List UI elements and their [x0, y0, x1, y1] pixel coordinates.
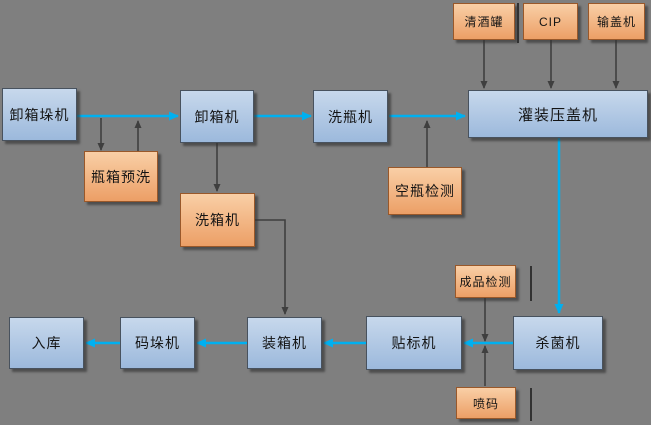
flow-node-bottle-washer[interactable]: 洗瓶机 [313, 90, 388, 143]
flow-node-label: 卸箱机 [194, 108, 240, 125]
flow-node-finished-inspection[interactable]: 成品检测 [455, 265, 516, 298]
flow-node-warehouse[interactable]: 入库 [9, 317, 84, 369]
flow-node-crate-prewash[interactable]: 瓶箱预洗 [84, 151, 158, 202]
flow-node-cap-feeder[interactable]: 输盖机 [588, 3, 645, 40]
flow-node-label: 空瓶检测 [395, 183, 455, 199]
flow-node-label: 入库 [31, 335, 62, 351]
flow-node-depalletizer[interactable]: 卸箱垛机 [2, 88, 77, 141]
flow-node-label: 装箱机 [262, 335, 307, 351]
flow-node-labeler[interactable]: 贴标机 [366, 316, 462, 370]
flow-node-crate-washer[interactable]: 洗箱机 [180, 193, 255, 247]
flow-node-empty-bottle-inspection[interactable]: 空瓶检测 [388, 167, 462, 215]
flow-node-label: 清酒罐 [464, 15, 504, 29]
connector-crate-washer-to-case-packer [255, 219, 289, 315]
flow-node-label: 码垛机 [135, 335, 180, 351]
flow-node-case-packer[interactable]: 装箱机 [247, 317, 322, 369]
flow-node-palletizer[interactable]: 码垛机 [120, 317, 195, 369]
flow-node-label: 成品检测 [459, 275, 512, 289]
flow-node-label: 灌装压盖机 [517, 106, 598, 124]
flow-node-decrater[interactable]: 卸箱机 [180, 90, 254, 143]
flow-node-label: 杀菌机 [535, 335, 581, 351]
flow-node-sterilizer[interactable]: 杀菌机 [513, 316, 603, 370]
flow-node-label: 洗箱机 [195, 212, 240, 228]
flow-node-label: CIP [538, 14, 562, 29]
flow-node-inkjet-coder[interactable]: 喷码 [456, 387, 516, 419]
flow-node-label: 喷码 [472, 396, 499, 411]
flow-node-label: 贴标机 [391, 335, 437, 351]
flow-node-label: 卸箱垛机 [9, 106, 70, 123]
flow-node-filler-capper[interactable]: 灌装压盖机 [468, 90, 648, 138]
flow-node-clear-beer-tank[interactable]: 清酒罐 [453, 3, 515, 40]
flow-node-label: 瓶箱预洗 [91, 168, 151, 185]
flow-node-label: 输盖机 [596, 15, 636, 29]
flow-node-label: 洗瓶机 [328, 108, 373, 125]
flow-node-cip[interactable]: CIP [523, 3, 578, 40]
